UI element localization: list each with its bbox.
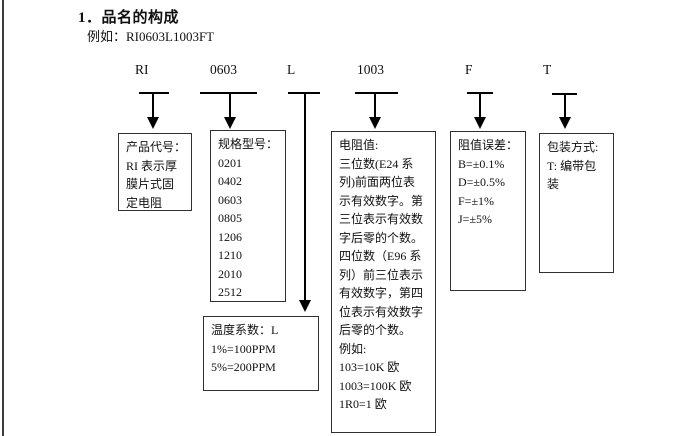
box-temp-coefficient-text: 温度系数：L 1%=100PPM 5%=200PPM bbox=[211, 323, 279, 374]
code-segment-l: L bbox=[287, 62, 296, 77]
box-product-code: 产品代号： RI 表示厚 膜片式固 定电阻 bbox=[118, 133, 192, 211]
code-segment-f: F bbox=[465, 62, 473, 77]
box-resistance-value-text: 电阻值: 三位数(E24 系 列)前面两位表 示有效数字。第 三位表示有效数 字… bbox=[339, 138, 424, 411]
box-tolerance: 阻值误差： B=±0.1% D=±0.5% F=±1% J=±5% bbox=[450, 131, 526, 291]
connector-bar bbox=[200, 92, 257, 94]
box-spec-model: 规格型号： 0201 0402 0603 0805 1206 1210 2010… bbox=[210, 130, 286, 302]
box-spec-model-text: 规格型号： 0201 0402 0603 0805 1206 1210 2010… bbox=[218, 137, 279, 299]
connector-shaft bbox=[304, 92, 306, 302]
connector-bar bbox=[139, 92, 169, 94]
code-segment-ri: RI bbox=[135, 62, 149, 77]
box-temp-coefficient: 温度系数：L 1%=100PPM 5%=200PPM bbox=[203, 316, 319, 391]
arrowhead-icon bbox=[559, 117, 571, 129]
example-part-number: 例如：RI0603L1003FT bbox=[87, 29, 215, 44]
arrowhead-icon bbox=[474, 117, 486, 129]
arrowhead-icon bbox=[369, 117, 381, 129]
connector-bar bbox=[355, 92, 398, 94]
connector-shaft bbox=[564, 93, 566, 119]
arrowhead-icon bbox=[147, 117, 159, 129]
box-tolerance-text: 阻值误差： B=±0.1% D=±0.5% F=±1% J=±5% bbox=[458, 138, 519, 226]
connector-shaft bbox=[374, 92, 376, 119]
page-edge-line bbox=[2, 0, 4, 436]
section-title: 1．品名的构成 bbox=[78, 10, 180, 26]
code-segment-0603: 0603 bbox=[210, 62, 237, 77]
box-resistance-value: 电阻值: 三位数(E24 系 列)前面两位表 示有效数字。第 三位表示有效数 字… bbox=[331, 131, 436, 433]
code-segment-1003: 1003 bbox=[357, 62, 384, 77]
code-segment-t: T bbox=[543, 62, 552, 77]
box-packaging-text: 包装方式: T: 编带包 装 bbox=[547, 140, 599, 191]
connector-shaft bbox=[152, 92, 154, 119]
connector-shaft bbox=[229, 92, 231, 119]
box-packaging: 包装方式: T: 编带包 装 bbox=[539, 133, 614, 273]
box-product-code-text: 产品代号： RI 表示厚 膜片式固 定电阻 bbox=[126, 140, 187, 210]
arrowhead-icon bbox=[299, 300, 311, 312]
connector-shaft bbox=[479, 92, 481, 119]
arrowhead-icon bbox=[224, 117, 236, 129]
